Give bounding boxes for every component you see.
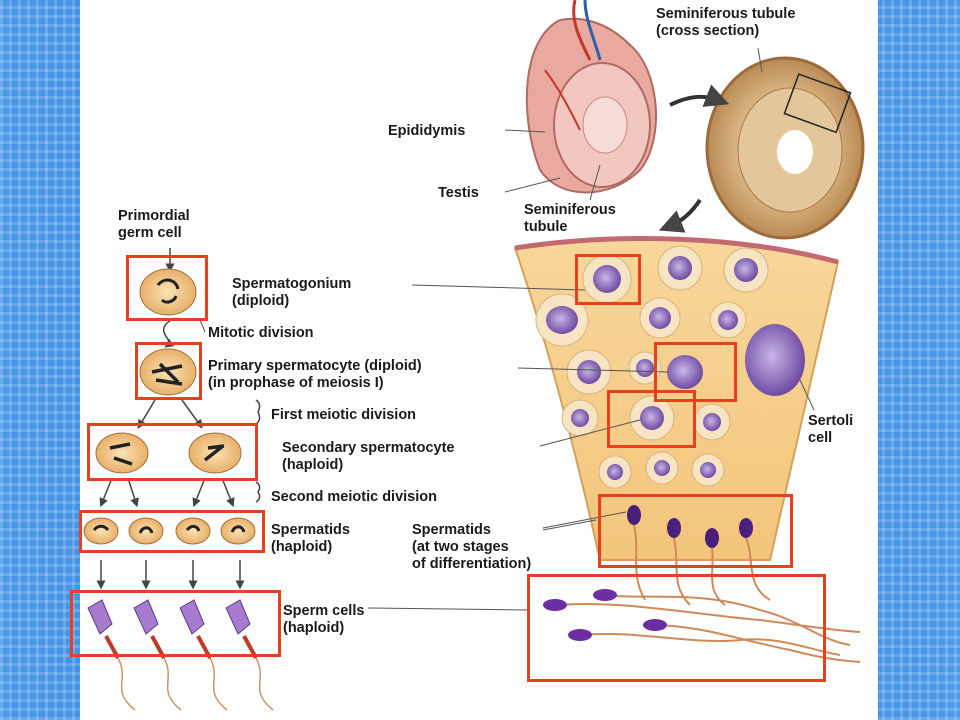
brackets [255,399,261,503]
testis-illustration [525,0,657,194]
label-secondary-spermatocyte: Secondary spermatocyte (haploid) [282,440,455,473]
mature-sperm-cluster [559,594,861,663]
label-spermatogonium: Spermatogonium (diploid) [232,276,352,309]
label-second-meiotic-division: Second meiotic division [271,489,437,505]
label-epididymis: Epididymis [388,123,466,139]
label-testis: Testis [438,185,479,201]
highlight-secondary-spermatocyte-left [87,423,258,481]
label-sperm-cells: Sperm cells (haploid) [283,603,365,636]
label-sertoli-cell: Sertoli cell [808,413,854,446]
highlight-spermatids-right [598,494,793,568]
label-seminiferous-tubule: Seminiferous tubule [524,202,616,235]
germ-cell-lineage [83,248,274,711]
label-seminiferous-tubule-cross-section: Seminiferous tubule (cross section) [656,6,796,39]
highlight-sperm-cells-left [70,590,281,657]
label-spermatids-stages: Spermatids (at two stages of differentia… [412,522,532,572]
highlight-spermatids-left [79,510,265,553]
highlight-sperm-cells-right [527,574,826,682]
label-first-meiotic-division: First meiotic division [271,407,417,423]
tubule-cross-section-illustration [658,56,865,240]
highlight-secondary-spermatocyte-right [607,390,696,448]
highlight-primary-spermatocyte-left [135,342,202,400]
label-mitotic-division: Mitotic division [208,325,314,341]
label-spermatids-haploid: Spermatids (haploid) [271,522,350,555]
leader-lines [199,47,815,611]
label-primary-spermatocyte: Primary spermatocyte (diploid) (in proph… [208,358,422,391]
highlight-spermatogonium-right [575,254,641,305]
label-primordial-germ-cell: Primordial germ cell [118,208,190,241]
highlight-spermatogonium-left [126,255,208,321]
